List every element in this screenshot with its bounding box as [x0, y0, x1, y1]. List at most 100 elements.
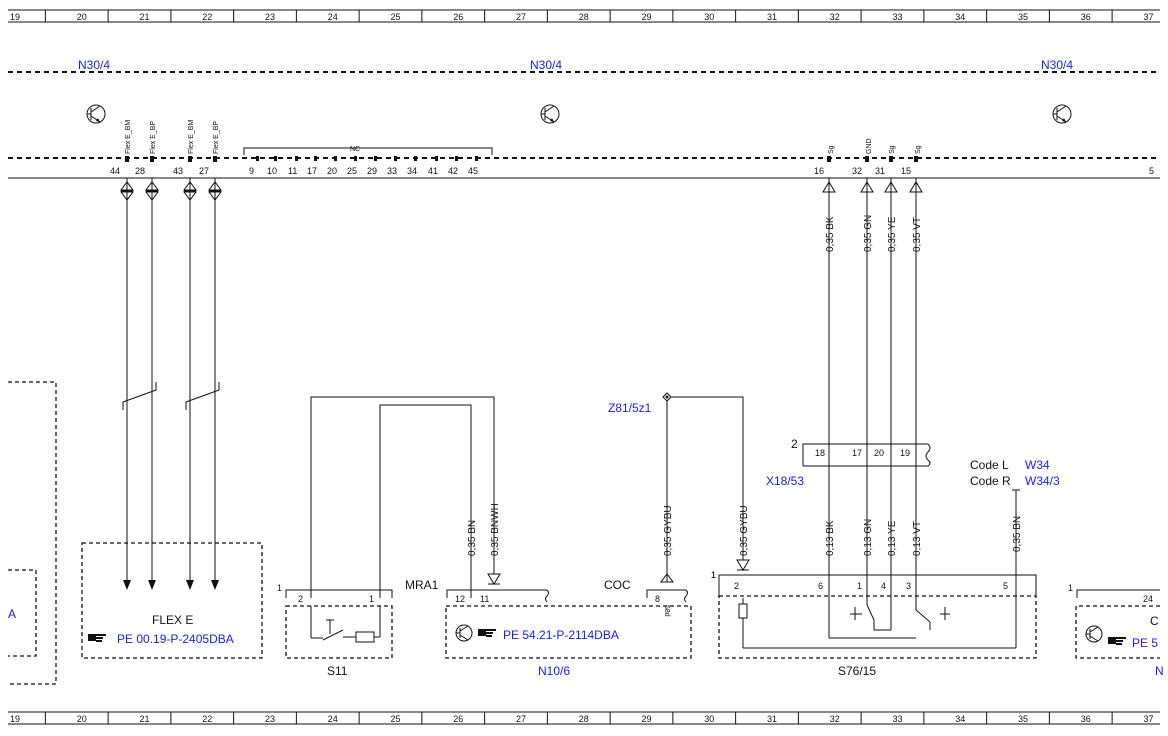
pin-contact: [865, 156, 869, 162]
code-l-value[interactable]: W34: [1025, 458, 1050, 472]
ruler-number: 35: [1018, 714, 1028, 724]
s76-pin-2[interactable]: 2: [734, 581, 739, 591]
n10-pin-11[interactable]: 11: [480, 594, 489, 604]
pin-contact: [435, 156, 438, 161]
left-partial-component: A: [8, 381, 57, 685]
ruler-number: 30: [704, 12, 714, 22]
left-partial-letter[interactable]: A: [8, 607, 16, 621]
right-wires: 0,35 BK 0,35 GN 0,35 YE 0,35 VT 0,13 BK …: [822, 178, 923, 598]
x18-pin-18[interactable]: 18: [815, 448, 825, 458]
module-label-right[interactable]: N30/4: [1041, 58, 1073, 72]
n10-mra-label: MRA1: [405, 578, 439, 592]
n10-pin-12[interactable]: 12: [455, 594, 465, 604]
nc-pin[interactable]: 45: [468, 166, 478, 176]
pin-contact: [475, 156, 478, 161]
ruler-number: 27: [516, 714, 526, 724]
right-partial-ref[interactable]: PE 5: [1132, 636, 1158, 650]
nc-pin[interactable]: 34: [407, 166, 417, 176]
s11-name[interactable]: S11: [327, 664, 348, 678]
pin-31[interactable]: 31: [875, 166, 885, 176]
ruler-number: 26: [453, 12, 463, 22]
nc-pin[interactable]: 20: [327, 166, 337, 176]
s76-component: 1 2 6 1 4 3 5 S76/15: [711, 570, 1037, 678]
pin-5[interactable]: 5: [1149, 166, 1154, 176]
code-l-label: Code L: [970, 458, 1009, 472]
pin-signal-43: Flex E_BM: [188, 120, 195, 154]
ruler-number: 21: [140, 714, 150, 724]
ruler-number: 20: [77, 12, 87, 22]
nc-pin[interactable]: 33: [387, 166, 397, 176]
x18-name[interactable]: X18/53: [766, 474, 804, 488]
flex-e-ref-link[interactable]: PE 00.19-P-2405DBA: [117, 632, 234, 646]
ruler-number: 24: [328, 12, 338, 22]
s11-pin-2[interactable]: 2: [298, 594, 303, 604]
z81-label[interactable]: Z81/5z1: [608, 401, 652, 415]
ruler-number: 19: [10, 12, 20, 22]
pin-43[interactable]: 43: [173, 166, 183, 176]
s76-pin-5[interactable]: 5: [1003, 581, 1008, 591]
code-r-label: Code R: [970, 474, 1011, 488]
n10-name[interactable]: N10/6: [538, 664, 570, 678]
pin-contact: [827, 156, 831, 162]
right-partial-letter: C: [1150, 614, 1159, 628]
arrow-down-icon: [120, 191, 134, 201]
x18-pin-20[interactable]: 20: [874, 448, 884, 458]
transistor-icon: [1052, 104, 1072, 124]
hand-pointer-icon: [478, 629, 496, 637]
right-partial-pin[interactable]: 24: [1143, 594, 1153, 604]
right-partial-name[interactable]: N: [1155, 664, 1164, 678]
pin-contact: [274, 156, 277, 161]
nc-pin[interactable]: 10: [267, 166, 277, 176]
ruler-number: 29: [642, 12, 652, 22]
flex-e-component: FLEX E PE 00.19-P-2405DBA: [81, 542, 263, 659]
s76-pin-6[interactable]: 6: [818, 581, 823, 591]
pin-32[interactable]: 32: [852, 166, 862, 176]
n10-ref-link[interactable]: PE 54.21-P-2114DBA: [503, 628, 619, 642]
pin-contact: [295, 156, 298, 161]
wire-mra-bn: 0,35 BN: [467, 520, 478, 556]
ruler-number: 20: [77, 714, 87, 724]
nc-pin[interactable]: 25: [347, 166, 357, 176]
nc-pin[interactable]: 17: [307, 166, 317, 176]
code-r-value[interactable]: W34/3: [1025, 474, 1060, 488]
ruler-number: 19: [10, 714, 20, 724]
pin-27[interactable]: 27: [199, 166, 209, 176]
x18-num: 2: [791, 437, 798, 451]
pin-contact: [889, 156, 893, 162]
module-label-left[interactable]: N30/4: [78, 58, 110, 72]
pin-contact: [256, 156, 259, 161]
right-partial-component: 1 24 C PE 5 N: [1068, 583, 1164, 678]
ruler-number: 28: [579, 714, 589, 724]
s76-pin-3[interactable]: 3: [906, 581, 911, 591]
wire-top-gn: 0,35 GN: [863, 215, 874, 252]
wire-s76: 0,35 GYBU: [739, 505, 750, 556]
pin-44[interactable]: 44: [110, 166, 120, 176]
x18-pin-19[interactable]: 19: [900, 448, 910, 458]
s76-pin-1[interactable]: 1: [857, 581, 862, 591]
arrow-down-icon: [145, 191, 159, 201]
wire-bot-gn: 0,13 GN: [863, 519, 874, 556]
nc-pin[interactable]: 41: [428, 166, 438, 176]
n10-coc-label: COC: [604, 578, 631, 592]
pin-contact: [213, 156, 217, 162]
s76-pin-4[interactable]: 4: [881, 581, 886, 591]
arrow-down-icon: [208, 191, 222, 201]
pin-16[interactable]: 16: [814, 166, 824, 176]
nc-pin[interactable]: 11: [288, 166, 297, 176]
wire-coc: 0,35 GYBU: [663, 505, 674, 556]
module-label-mid[interactable]: N30/4: [530, 58, 562, 72]
pin-15[interactable]: 15: [901, 166, 911, 176]
ruler-number: 32: [830, 12, 840, 22]
nc-pin[interactable]: 9: [249, 166, 254, 176]
x18-pin-17[interactable]: 17: [852, 448, 862, 458]
pin-contact: [374, 156, 377, 161]
s11-pin-1[interactable]: 1: [369, 594, 374, 604]
s76-name[interactable]: S76/15: [838, 664, 876, 678]
nc-pin[interactable]: 42: [448, 166, 458, 176]
n10-pin-8[interactable]: 8: [655, 594, 660, 604]
ruler-number: 23: [265, 12, 275, 22]
pin-28[interactable]: 28: [135, 166, 145, 176]
pin-signal-31: Sg: [889, 145, 896, 154]
nc-pin[interactable]: 29: [367, 166, 377, 176]
